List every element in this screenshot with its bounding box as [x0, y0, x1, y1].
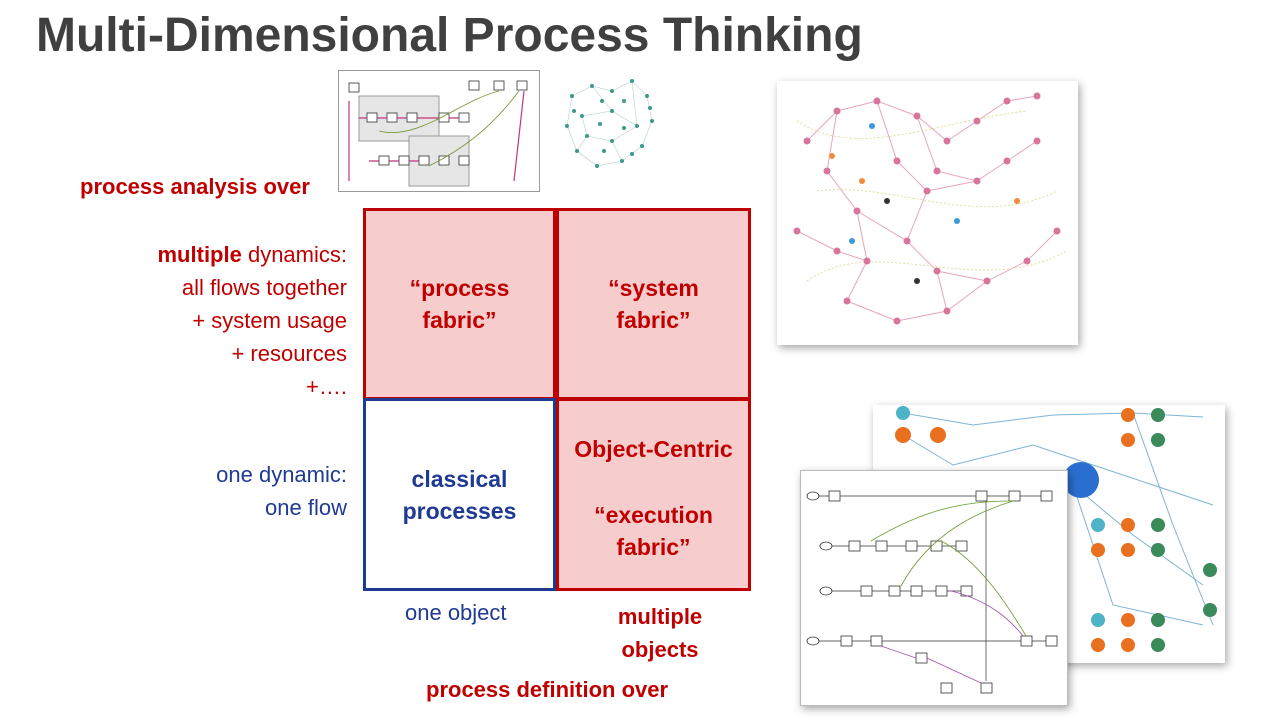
- multiple-objects-line1: multiple: [617, 604, 703, 629]
- one-dynamic-label: one dynamic: one flow: [80, 458, 347, 524]
- thumbnail-system-fabric-graph: [777, 81, 1078, 345]
- process-fabric-line2: fabric”: [422, 307, 497, 333]
- process-analysis-heading: process analysis over: [80, 174, 310, 199]
- multiple-bold-text: multiple: [157, 242, 242, 267]
- thumbnail-network-graph: [552, 66, 670, 178]
- system-fabric-line1: “system: [608, 275, 699, 301]
- object-graph: [895, 406, 1217, 652]
- thumbnail-process-model: [338, 70, 540, 192]
- cell-classical-processes: classical processes: [363, 398, 556, 591]
- system-fabric-graph: [793, 92, 1068, 325]
- process-definition-heading: process definition over: [426, 677, 669, 702]
- ocpn-diagram: [806, 490, 1058, 694]
- multiple-dynamics-line1: multiple dynamics:: [80, 238, 348, 271]
- ellipsis-line: +….: [306, 374, 347, 399]
- execution-fabric-line1: “execution: [594, 502, 713, 528]
- page-title: Multi-Dimensional Process Thinking: [36, 9, 863, 62]
- one-object-label: one object: [405, 600, 507, 625]
- cell-system-fabric: “system fabric”: [556, 208, 751, 400]
- one-flow-line: one flow: [265, 495, 347, 520]
- thumbnail-ocpn-model: [800, 470, 1068, 706]
- cell-process-fabric: “process fabric”: [363, 208, 556, 400]
- multiple-dynamics-label: multiple dynamics: all flows together + …: [80, 238, 348, 403]
- multiple-objects-label: multiple objects: [560, 600, 760, 666]
- one-dynamic-line: one dynamic:: [216, 462, 347, 487]
- object-centric-line: Object-Centric: [574, 436, 733, 462]
- system-usage-line: + system usage: [192, 308, 347, 333]
- process-model-diagram: [339, 71, 539, 191]
- process-fabric-line1: “process: [409, 275, 510, 301]
- multiple-objects-line2: objects: [621, 637, 699, 662]
- classical-line1: classical: [411, 465, 508, 492]
- system-fabric-line2: fabric”: [616, 307, 691, 333]
- classical-line2: processes: [402, 497, 517, 524]
- network-graph: [565, 79, 654, 168]
- cell-object-centric: Object-Centric “execution fabric”: [556, 398, 751, 591]
- all-flows-line: all flows together: [181, 275, 347, 300]
- dynamics-text: dynamics:: [241, 242, 347, 267]
- execution-fabric-line2: fabric”: [616, 534, 691, 560]
- resources-line: + resources: [231, 341, 347, 366]
